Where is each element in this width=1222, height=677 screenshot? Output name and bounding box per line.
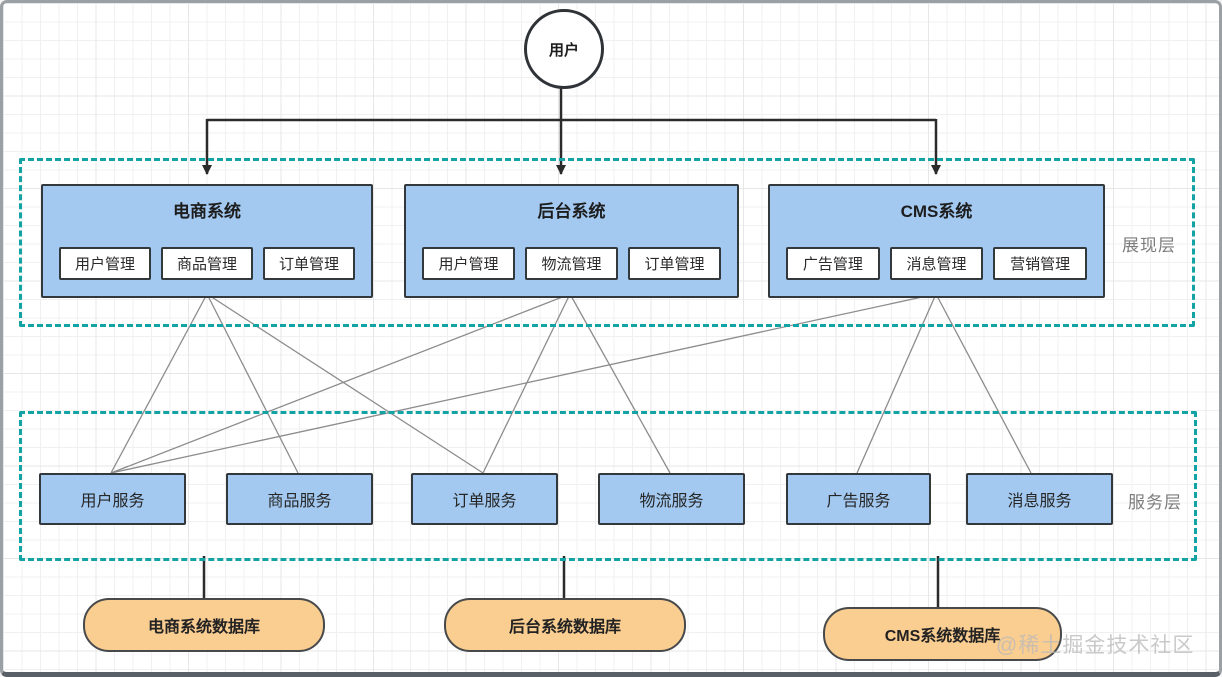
edge-cms-to-user-svc [110,293,937,474]
module-user-mgmt[interactable]: 用户管理 [59,247,151,280]
db-connectors [202,556,940,607]
module-user-mgmt[interactable]: 用户管理 [422,247,515,280]
module-order-mgmt[interactable]: 订单管理 [628,247,721,280]
service-product[interactable]: 商品服务 [226,473,373,525]
system-cms-title: CMS系统 [900,202,973,221]
db-cms[interactable]: CMS系统数据库 [823,607,1062,661]
service-ad[interactable]: 广告服务 [786,473,931,525]
edge-backend-to-logistics-svc [569,293,671,474]
service-logistics[interactable]: 物流服务 [598,473,745,525]
system-cms[interactable]: CMS系统 广告管理 消息管理 营销管理 [768,184,1105,298]
user-tree-connector [202,85,941,175]
module-ad-mgmt[interactable]: 广告管理 [786,247,880,280]
system-backend-modules: 用户管理 物流管理 订单管理 [422,247,721,280]
module-message-mgmt[interactable]: 消息管理 [889,247,984,280]
edge-ecommerce-to-order-svc [206,293,484,474]
system-ecommerce-modules: 用户管理 商品管理 订单管理 [59,247,355,280]
presentation-layer-label: 展现层 [1122,236,1176,255]
module-product-mgmt[interactable]: 商品管理 [161,247,253,280]
edge-cms-to-ad-svc [856,293,937,474]
system-backend[interactable]: 后台系统 用户管理 物流管理 订单管理 [404,184,739,298]
system-service-edges [110,293,1032,474]
presentation-layer-frame [19,158,1195,327]
db-ecommerce[interactable]: 电商系统数据库 [83,598,325,652]
system-ecommerce-title: 电商系统 [173,202,241,221]
user-node[interactable]: 用户 [524,9,604,89]
edge-ecommerce-to-user-svc [110,293,208,474]
db-backend[interactable]: 后台系统数据库 [444,598,686,652]
watermark: @稀土掘金技术社区 [996,634,1195,657]
system-ecommerce[interactable]: 电商系统 用户管理 商品管理 订单管理 [41,184,373,298]
service-message[interactable]: 消息服务 [966,473,1113,525]
system-backend-title: 后台系统 [537,202,606,221]
edge-cms-to-message-svc [935,293,1032,474]
module-marketing-mgmt[interactable]: 营销管理 [993,247,1088,280]
service-user[interactable]: 用户服务 [39,473,186,525]
edge-ecommerce-to-product-svc [206,293,299,474]
service-layer-frame [19,411,1197,561]
module-logistics-mgmt[interactable]: 物流管理 [525,247,618,280]
service-order[interactable]: 订单服务 [411,473,558,525]
service-layer-label: 服务层 [1128,493,1182,512]
module-order-mgmt[interactable]: 订单管理 [263,247,355,280]
connector-layer [110,85,1032,607]
user-node-label: 用户 [548,41,579,59]
system-cms-modules: 广告管理 消息管理 营销管理 [786,247,1088,280]
edge-backend-to-user-svc [110,293,571,474]
